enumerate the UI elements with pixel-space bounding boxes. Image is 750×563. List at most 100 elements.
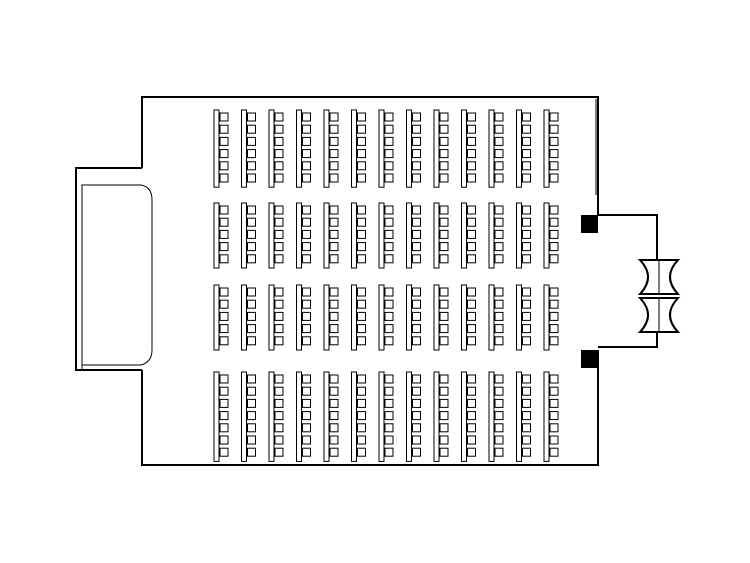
chair <box>274 254 284 264</box>
desk <box>268 202 275 269</box>
chair <box>467 447 476 457</box>
chair <box>412 374 421 384</box>
chair <box>522 205 531 215</box>
chair <box>357 229 366 239</box>
chair <box>274 374 284 384</box>
chair <box>219 229 229 239</box>
desk <box>378 371 385 462</box>
chair <box>357 287 366 297</box>
chair <box>247 336 256 346</box>
column-top <box>581 215 598 233</box>
chair <box>219 299 229 309</box>
chair <box>357 336 366 346</box>
chair <box>357 435 366 445</box>
chair <box>522 311 531 321</box>
chair <box>494 423 504 433</box>
chair <box>439 336 449 346</box>
chair <box>412 173 421 183</box>
chair <box>357 136 366 146</box>
entrance-door-2 <box>637 297 681 333</box>
desk <box>516 109 522 188</box>
chair <box>329 217 339 227</box>
chair <box>522 374 531 384</box>
desk <box>406 109 412 188</box>
chair <box>274 336 284 346</box>
desk <box>488 109 495 188</box>
chair <box>412 136 421 146</box>
chair <box>467 386 476 396</box>
chair <box>274 299 284 309</box>
chair <box>549 229 559 239</box>
chair <box>412 124 421 134</box>
chair <box>412 217 421 227</box>
chair <box>329 205 339 215</box>
chair <box>522 149 531 159</box>
desk <box>351 371 357 462</box>
chair <box>357 254 366 264</box>
desk <box>296 109 302 188</box>
chair <box>247 124 256 134</box>
chair <box>494 287 504 297</box>
desk <box>213 284 220 351</box>
chair <box>357 447 366 457</box>
chair <box>247 136 256 146</box>
chair <box>439 398 449 408</box>
chair <box>439 205 449 215</box>
chair <box>357 398 366 408</box>
chair <box>467 435 476 445</box>
chair <box>274 386 284 396</box>
chair <box>329 374 339 384</box>
chair <box>467 423 476 433</box>
chair <box>522 447 531 457</box>
chair <box>494 299 504 309</box>
chair <box>384 311 394 321</box>
desk <box>406 371 412 462</box>
desk <box>323 371 330 462</box>
chair <box>302 287 311 297</box>
chair <box>219 254 229 264</box>
chair <box>302 398 311 408</box>
chair <box>439 423 449 433</box>
chair <box>522 423 531 433</box>
chair <box>412 112 421 122</box>
chair <box>494 254 504 264</box>
chair <box>467 173 476 183</box>
chair <box>247 311 256 321</box>
desk <box>241 284 247 351</box>
chair <box>247 112 256 122</box>
desk <box>241 371 247 462</box>
chair <box>494 374 504 384</box>
chair <box>412 336 421 346</box>
chair <box>384 136 394 146</box>
chair <box>494 447 504 457</box>
chair <box>439 311 449 321</box>
chair <box>494 435 504 445</box>
chair <box>247 229 256 239</box>
chair <box>439 229 449 239</box>
chair <box>522 161 531 171</box>
chair <box>439 149 449 159</box>
chair <box>247 161 256 171</box>
chair <box>247 398 256 408</box>
chair <box>467 398 476 408</box>
chair <box>357 423 366 433</box>
chair <box>439 254 449 264</box>
desk <box>543 371 550 462</box>
chair <box>219 112 229 122</box>
vestibule-wall-top <box>598 214 658 260</box>
chair <box>329 447 339 457</box>
chair <box>412 205 421 215</box>
chair <box>467 336 476 346</box>
chair <box>412 447 421 457</box>
chair <box>302 242 311 252</box>
chair <box>522 242 531 252</box>
chair <box>412 411 421 421</box>
chair <box>467 205 476 215</box>
chair <box>412 229 421 239</box>
desk <box>241 202 247 269</box>
chair <box>494 311 504 321</box>
chair <box>274 112 284 122</box>
chair <box>247 242 256 252</box>
chair <box>439 324 449 334</box>
chair <box>549 149 559 159</box>
